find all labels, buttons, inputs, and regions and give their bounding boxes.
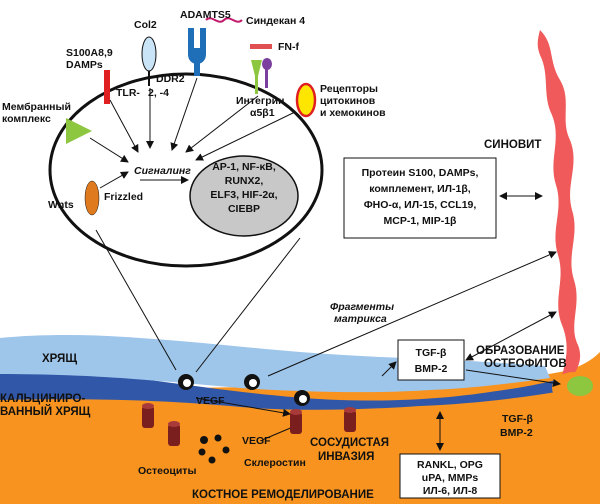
signal-arrows <box>89 77 296 189</box>
calcified-label-2: ВАННЫЙ ХРЯЩ <box>0 405 91 418</box>
tgf-text-2: BMP-2 <box>415 363 448 375</box>
adamts5-receptor <box>188 28 206 64</box>
vegf-bottom-label: VEGF <box>242 435 271 447</box>
integrin-label: Интегрин <box>236 95 284 107</box>
vascular-label-2: ИНВАЗИЯ <box>318 451 374 463</box>
vascular-label: СОСУДИСТАЯ <box>310 437 389 449</box>
syndecan-squiggle <box>205 17 243 23</box>
fragments-label: Фрагменты <box>330 301 394 313</box>
nucleus <box>189 155 299 237</box>
rankl-text-3: ИЛ-6, ИЛ-8 <box>423 485 477 497</box>
receptors-label-3: и хемокинов <box>320 107 386 119</box>
nucleus-text-1: AP-1, NF-κB, <box>212 161 276 173</box>
protein-text-2: комплемент, ИЛ-1β, <box>369 183 471 195</box>
tgf-box <box>397 339 465 381</box>
col2-label: Col2 <box>134 19 157 31</box>
tlr-receptor <box>104 70 110 104</box>
osteophyte-label: ОБРАЗОВАНИЕ <box>476 345 565 357</box>
calcified-label: КАЛЬЦИНИРО- <box>0 393 85 405</box>
sclerostin-label: Склеростин <box>244 457 306 469</box>
blood-vessels <box>142 403 356 446</box>
protein-text-4: MCP-1, MIP-1β <box>384 215 458 227</box>
receptors-label-2: цитокинов <box>320 95 376 107</box>
cytokine-receptor <box>295 82 317 118</box>
signaling-label: Сигналинг <box>134 165 191 177</box>
rankl-text-1: RANKL, OPG <box>417 459 483 471</box>
membrane-label: Мембранный <box>2 101 71 113</box>
rankl-box <box>399 453 501 499</box>
protein-box <box>343 157 497 239</box>
syndecan-label: Синдекан 4 <box>246 15 305 27</box>
receptors-label: Рецепторы <box>320 83 378 95</box>
chondrocytes <box>178 374 310 406</box>
frizzled-receptor <box>84 180 100 216</box>
fragments-label-2: матрикса <box>334 313 387 325</box>
membrane-label-2: комплекс <box>2 113 51 125</box>
connector-arrows <box>195 192 561 451</box>
tgf2-label-2: BMP-2 <box>500 427 533 439</box>
rankl-text-2: uPA, MMPs <box>422 472 479 484</box>
ddr2-label-2: 2, -4 <box>148 87 169 99</box>
col2-ddr2-receptor <box>141 36 157 72</box>
ddr2-label: DDR2 <box>156 73 185 85</box>
osteophyte-label-2: ОСТЕОФИТОВ <box>484 358 567 370</box>
fnf-label: FN-f <box>278 41 299 53</box>
osteophyte <box>567 376 593 396</box>
membrane-complex-triangle <box>66 118 92 144</box>
osteocytes-label: Остеоциты <box>138 465 196 477</box>
adamts5-label: ADAMTS5 <box>180 9 231 21</box>
wnts-label: Wnts <box>48 199 74 211</box>
fnf-fragment <box>250 44 272 49</box>
nucleus-text-3: ELF3, HIF-2α, <box>210 189 277 201</box>
tgf-text-1: TGF-β <box>416 347 447 359</box>
tgf2-label: TGF-β <box>502 413 533 425</box>
synovium <box>537 30 581 380</box>
osteocytes <box>198 434 230 464</box>
integrin-receptor <box>251 60 262 76</box>
damps-label: DAMPs <box>66 59 103 71</box>
nucleus-text-2: RUNX2, <box>225 175 264 187</box>
frizzled-label: Frizzled <box>104 191 143 203</box>
cartilage-label: ХРЯЩ <box>42 353 77 365</box>
remodeling-label: КОСТНОЕ РЕМОДЕЛИРОВАНИЕ <box>192 489 374 501</box>
s100a89-label: S100A8,9 <box>66 47 113 59</box>
calcified-cartilage-region <box>0 371 556 410</box>
integrin-label-2: α5β1 <box>250 107 275 119</box>
tlr-label: TLR- <box>116 87 140 99</box>
zoom-lines <box>95 229 301 373</box>
vegf-top-label: VEGF <box>196 395 225 407</box>
nucleus-text-4: CIEBP <box>228 203 260 215</box>
protein-text-3: ФНО-α, ИЛ-15, CCL19, <box>364 199 477 211</box>
synovitis-label: СИНОВИТ <box>484 139 541 151</box>
protein-text-1: Протеин S100, DAMPs, <box>362 167 479 179</box>
